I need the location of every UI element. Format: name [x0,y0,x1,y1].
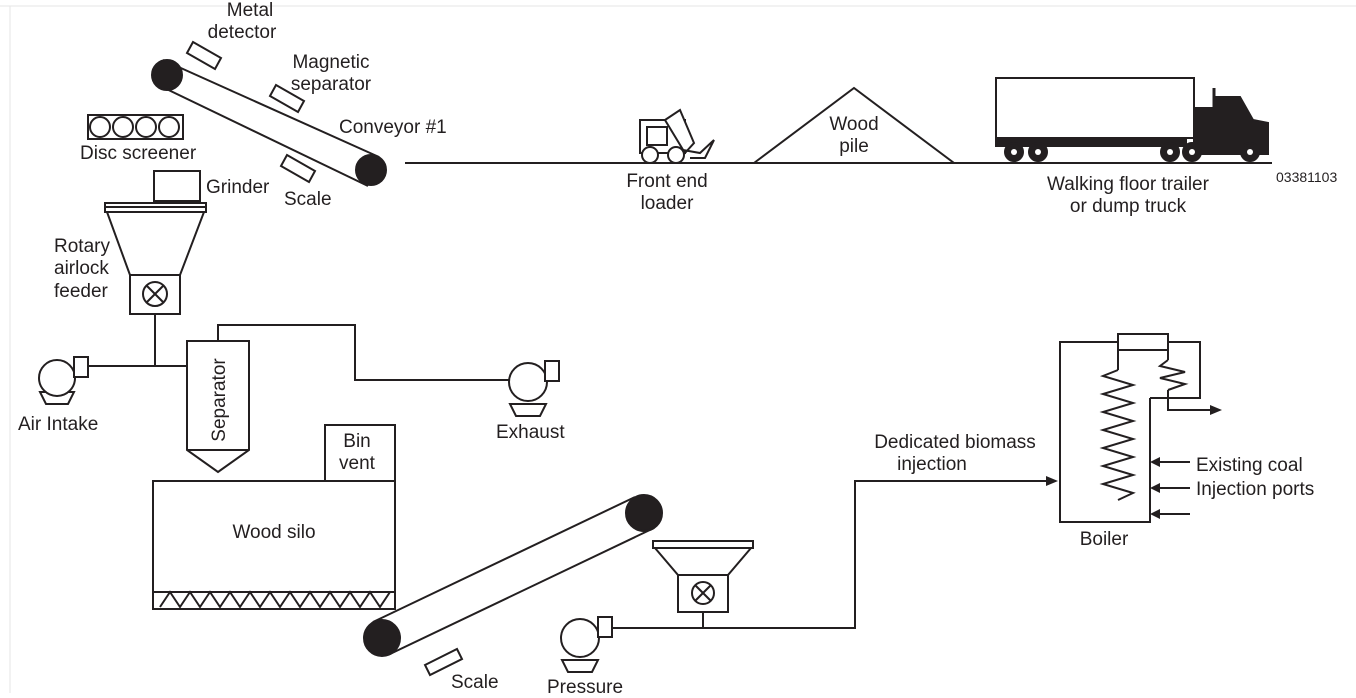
front-end-loader-label-2: loader [641,193,694,214]
magnetic-separator-label-1: Magnetic [292,52,369,73]
rotary-label-3: feeder [54,281,109,302]
boiler-label: Boiler [1080,529,1129,550]
dedicated-injection-label-2: injection [897,454,967,475]
air-intake-blower-icon [38,356,89,405]
separator [186,340,250,474]
silo-auger [159,590,391,609]
scale-top-box [279,153,317,184]
dedicated-injection-label-1: Dedicated biomass [874,432,1036,453]
exhaust-line [217,324,510,381]
bin-vent-label-1: Bin [343,431,370,452]
front-end-loader-label-1: Front end [626,171,707,192]
pressure-label: Pressure [547,677,623,693]
exhaust-label: Exhaust [496,422,565,443]
rotary-label-1: Rotary [54,236,110,257]
coal-port-arrows [1150,457,1190,519]
metal-detector-label-1: Metal [227,0,273,21]
wood-pile-icon [751,86,957,164]
truck-label-2: or dump truck [1070,196,1187,217]
conveyor-1 [151,59,387,187]
existing-coal-label: Existing coal [1196,455,1303,476]
wood-pile-label-1: Wood [829,114,878,135]
injection-ports-label: Injection ports [1196,479,1314,500]
disc-screener [87,114,184,140]
disc-screener-label: Disc screener [80,143,197,164]
exhaust-blower-icon [508,360,560,417]
rotary-airlock-feeder [104,202,207,315]
separator-label: Separator [209,358,230,442]
bottom-feeder [652,540,754,628]
truck-icon [995,77,1269,162]
scale-bottom-label: Scale [451,672,499,693]
front-end-loader-icon [639,108,715,164]
conveyor-1-label: Conveyor #1 [339,117,447,138]
figure-id: 03381103 [1276,169,1337,185]
boiler [1059,333,1222,523]
air-intake-label: Air Intake [18,414,98,435]
bin-vent-label-2: vent [339,453,376,474]
scale-top-label: Scale [284,189,332,210]
grinder-label: Grinder [206,177,270,198]
metal-detector-label-2: detector [208,22,277,43]
wood-silo [152,424,396,610]
truck-label-1: Walking floor trailer [1047,174,1210,195]
wood-pile-label-2: pile [839,136,869,157]
scale-bottom-box [423,647,464,677]
pressure-blower-icon [560,616,613,673]
magnetic-separator-label-2: separator [291,74,372,95]
wood-silo-label: Wood silo [232,522,315,543]
injection-line [612,480,1052,629]
magnetic-separator-box [268,83,306,114]
grinder [153,170,201,202]
metal-detector-box [185,40,223,71]
conveyor-2 [363,494,663,657]
rotary-label-2: airlock [54,258,109,279]
